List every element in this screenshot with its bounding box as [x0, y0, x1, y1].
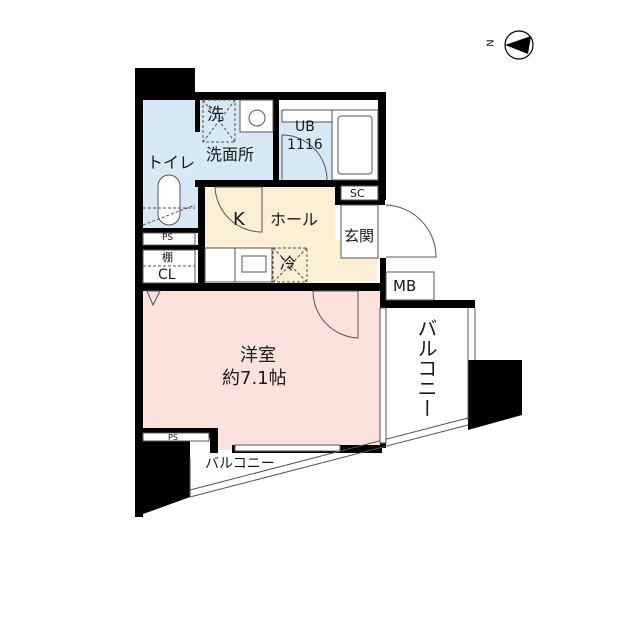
- bath-door-swing: [281, 134, 328, 181]
- toilet-bowl: [157, 174, 181, 226]
- closet-label: CL: [158, 267, 176, 283]
- pipe-space-top-label: PS: [162, 233, 174, 243]
- shoe-closet-label: SC: [350, 187, 365, 200]
- kitchen-door-swing: [214, 186, 263, 233]
- meter-box-label: MB: [393, 277, 417, 295]
- balcony-right-label: バルコニー: [414, 318, 438, 418]
- washbasin-bowl: [248, 109, 266, 127]
- window-right: [379, 307, 387, 444]
- toilet-label: トイレ: [147, 153, 196, 172]
- meter-box: [385, 271, 435, 301]
- entrance: [340, 204, 379, 259]
- unit-bath-label-2: 1116: [287, 137, 323, 153]
- laundry-label: 洗: [207, 105, 224, 125]
- compass-north-label: N: [485, 39, 497, 47]
- pipe-space-bottom: [142, 432, 210, 442]
- fridge-label: 冷: [280, 254, 297, 273]
- hall-label: ホール: [270, 210, 319, 229]
- stove: [204, 247, 236, 283]
- north-arrow-icon: [505, 36, 531, 54]
- western-room-label-1: 洋室: [240, 345, 276, 366]
- unit-bath-label-1: UB: [295, 119, 315, 135]
- room-door-swing: [312, 290, 359, 339]
- window-bottom: [234, 444, 341, 452]
- western-room-fill: [143, 290, 382, 450]
- pipe-space-top: [142, 232, 196, 246]
- washroom-label: 洗面所: [206, 145, 255, 164]
- pipe-space-bottom-label: PS: [168, 433, 178, 442]
- western-room-label-2: 約7.1帖: [222, 368, 287, 389]
- washing-machine-space: [202, 99, 236, 143]
- balcony-outline: [189, 308, 476, 498]
- kitchen-label: K: [233, 209, 245, 230]
- shelf-label: 棚: [162, 251, 173, 264]
- fridge-space: [272, 247, 308, 283]
- compass: [504, 30, 534, 60]
- balcony-bottom-label: バルコニー: [205, 456, 275, 472]
- shoe-closet: [340, 185, 379, 201]
- entrance-door-swing: [385, 204, 437, 258]
- entrance-label: 玄関: [344, 227, 375, 245]
